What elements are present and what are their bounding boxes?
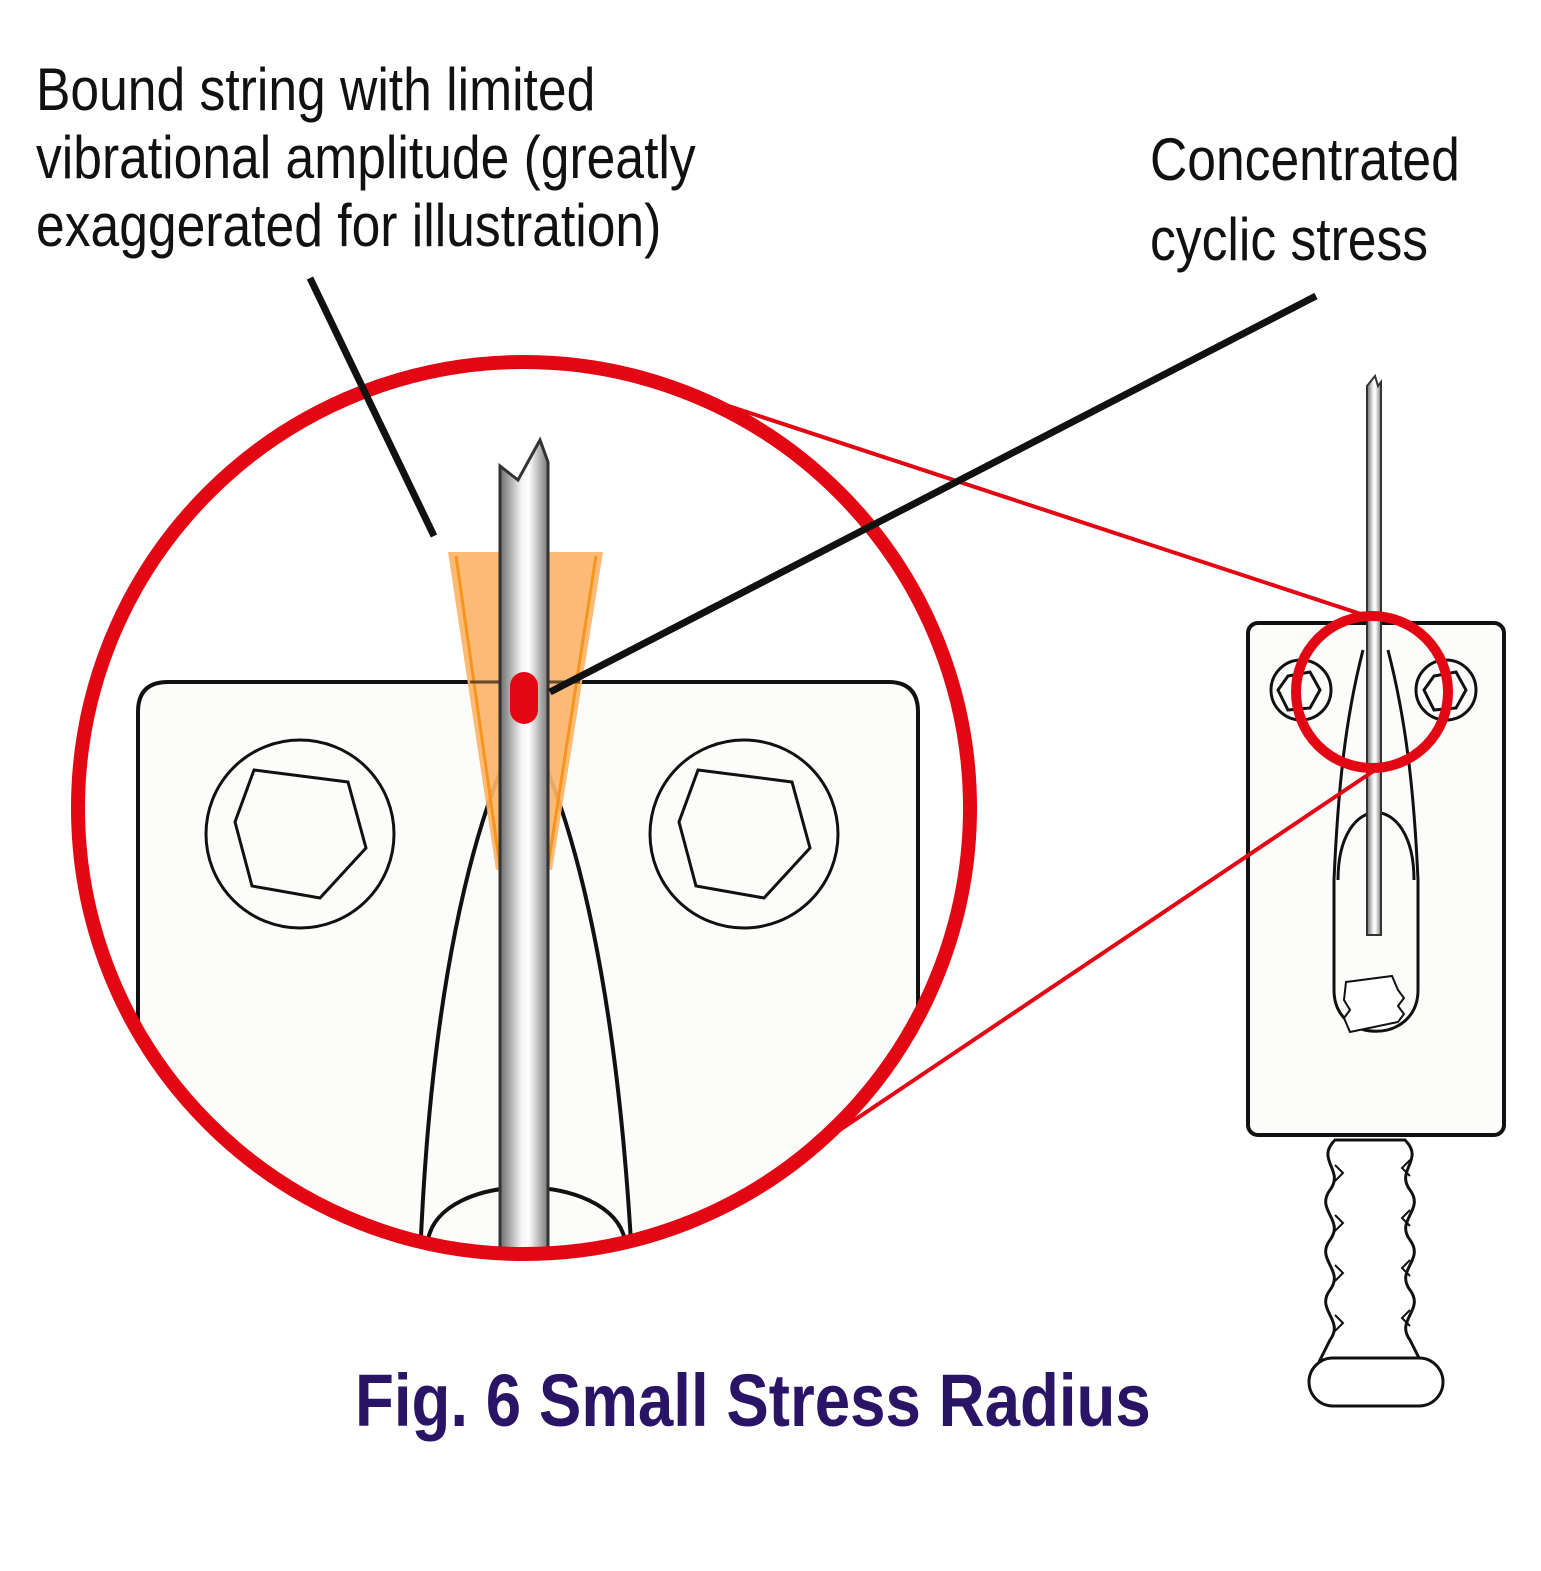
amplitude-leader bbox=[306, 276, 438, 538]
screw-right-large bbox=[648, 738, 840, 930]
magnified-view bbox=[71, 355, 977, 1261]
magnifier-connectors bbox=[685, 390, 1380, 1152]
stress-callout-line-1: Concentrated bbox=[1150, 126, 1460, 193]
leader-lines bbox=[306, 276, 1318, 696]
saddle-small bbox=[1246, 373, 1506, 1408]
amplitude-callout-line-3: exaggerated for illustration) bbox=[36, 192, 662, 259]
ball-end-small bbox=[1342, 974, 1406, 1034]
stress-callout-line-2: cyclic stress bbox=[1150, 206, 1429, 273]
stress-leader bbox=[548, 292, 1318, 696]
string-large bbox=[498, 436, 550, 1254]
amplitude-callout-line-2: vibrational amplitude (greatly bbox=[36, 124, 696, 191]
amplitude-callout: Bound string with limited vibrational am… bbox=[36, 56, 696, 260]
stress-point bbox=[510, 672, 538, 724]
figure-caption: Fig. 6 Small Stress Radius bbox=[355, 1359, 1151, 1442]
stress-callout: Concentrated cyclic stress bbox=[1150, 120, 1460, 280]
magnifier-ring bbox=[71, 355, 977, 1261]
amplitude-callout-line-1: Bound string with limited bbox=[36, 56, 596, 123]
screw-left-large bbox=[204, 738, 396, 930]
height-screw bbox=[1307, 1138, 1445, 1408]
string-small bbox=[1366, 373, 1382, 936]
magnify-target-circle bbox=[1291, 611, 1453, 773]
